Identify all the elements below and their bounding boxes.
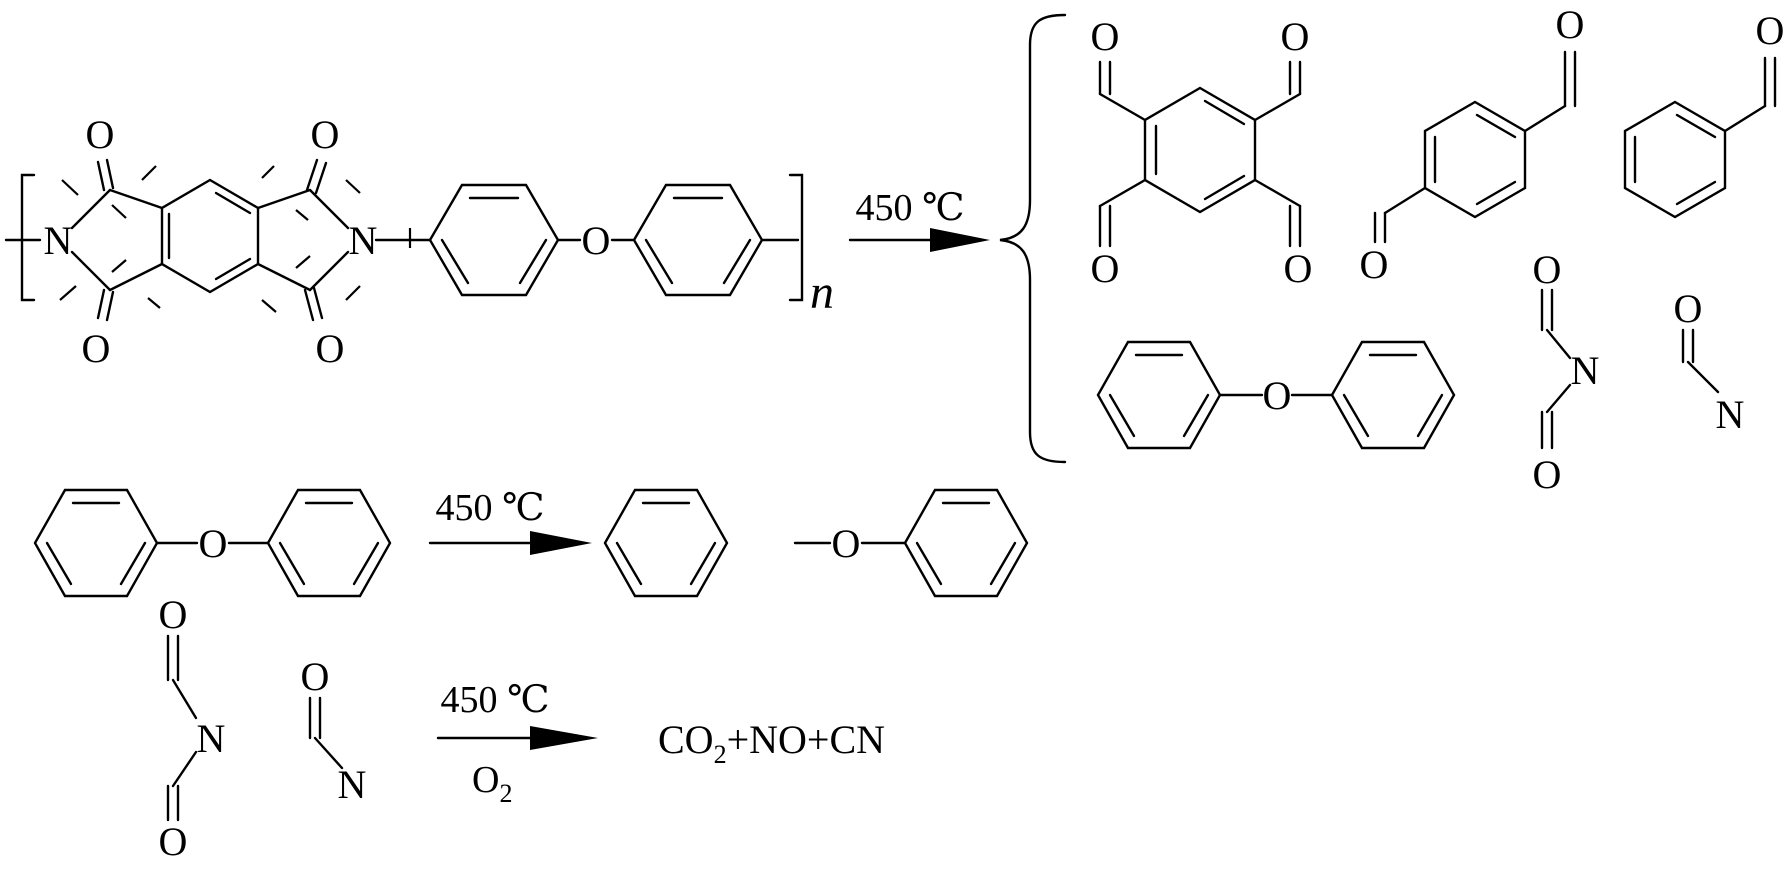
reaction1-condition: 450 ℃ bbox=[855, 187, 964, 229]
reaction3-amide-o: O bbox=[301, 654, 330, 699]
product-co-subscript: 2 bbox=[714, 740, 727, 769]
reaction3-amide-fragment: O N bbox=[301, 654, 367, 807]
dialdehyde-o-1: O bbox=[1556, 2, 1585, 47]
reaction3-condition-top: 450 ℃ bbox=[440, 679, 549, 721]
reaction2-product-phenoxy: O bbox=[793, 488, 1029, 598]
reaction3-oxygen-subscript: 2 bbox=[499, 779, 512, 808]
product-no: NO bbox=[749, 717, 807, 762]
imide-fragment-o-2: O bbox=[1533, 452, 1562, 497]
reaction2-arrow: 450 ℃ bbox=[428, 487, 592, 555]
plus-sign-2: + bbox=[807, 717, 830, 762]
amide-fragment-o: O bbox=[1674, 286, 1703, 331]
product-benzene-tetracarbaldehyde: O O O O bbox=[1091, 14, 1313, 291]
reaction3-condition-bottom: O2 bbox=[472, 759, 512, 808]
product-amide-fragment: O N bbox=[1674, 286, 1745, 437]
tetra-aldehyde-o-4: O bbox=[1284, 246, 1313, 291]
oda-right-phenylene-ring bbox=[632, 183, 764, 297]
atom-n-left: N bbox=[44, 218, 73, 263]
imide-fragment-n: N bbox=[1571, 348, 1600, 393]
reaction1-arrow: 450 ℃ bbox=[848, 187, 990, 252]
diphenyl-ether-o: O bbox=[1263, 373, 1292, 418]
reaction2-condition: 450 ℃ bbox=[435, 487, 544, 529]
right-imide-ring bbox=[256, 158, 350, 322]
tetra-aldehyde-o-1: O bbox=[1091, 14, 1120, 59]
left-bracket bbox=[20, 173, 36, 302]
reaction3-imide-o-1: O bbox=[159, 592, 188, 637]
amide-fragment-n: N bbox=[1716, 392, 1745, 437]
repeat-unit-n: n bbox=[810, 266, 834, 319]
reaction2-diphenyl-ether: O bbox=[33, 488, 392, 598]
atom-o-top-right: O bbox=[311, 112, 340, 157]
polyimide-repeat-unit: N N O O O O O n bbox=[4, 112, 834, 371]
product-terephthalaldehyde: O O bbox=[1360, 2, 1585, 287]
dialdehyde-o-2: O bbox=[1360, 242, 1389, 287]
reaction2-product-benzene bbox=[603, 488, 729, 598]
reaction3-amide-n: N bbox=[338, 762, 367, 807]
atom-o-bottom-right: O bbox=[316, 326, 345, 371]
pyromellitic-benzene-ring bbox=[160, 178, 260, 294]
reaction3-arrow: 450 ℃ O2 bbox=[436, 679, 598, 808]
product-cn: CN bbox=[829, 717, 885, 762]
product-co: CO bbox=[658, 717, 714, 762]
atom-o-bottom-left: O bbox=[82, 326, 111, 371]
atom-n-right: N bbox=[349, 218, 378, 263]
imide-fragment-o-1: O bbox=[1533, 247, 1562, 292]
reaction3-imide-n: N bbox=[197, 716, 226, 761]
reaction3-imide-o-2: O bbox=[159, 819, 188, 864]
tetra-aldehyde-o-3: O bbox=[1091, 246, 1120, 291]
plus-sign-1: + bbox=[727, 717, 750, 762]
reaction2-reactant-o: O bbox=[199, 521, 228, 566]
reaction3-products: CO2+NO+CN bbox=[658, 717, 885, 769]
tetra-aldehyde-o-2: O bbox=[1281, 14, 1310, 59]
product-brace bbox=[999, 13, 1067, 464]
oda-left-phenylene-ring bbox=[428, 183, 560, 297]
atom-o-ether: O bbox=[582, 218, 611, 263]
product-diphenyl-ether: O bbox=[1096, 340, 1456, 450]
bond-cleavage-marks bbox=[59, 165, 412, 313]
benzaldehyde-o: O bbox=[1756, 8, 1785, 53]
reaction3-imide-fragment: O N O bbox=[159, 592, 226, 864]
product-imide-fragment: O N O bbox=[1533, 247, 1600, 497]
left-imide-ring bbox=[70, 158, 164, 322]
right-bracket bbox=[788, 173, 804, 302]
product-benzaldehyde: O bbox=[1623, 8, 1785, 219]
atom-o-top-left: O bbox=[86, 112, 115, 157]
reaction2-product-o: O bbox=[832, 521, 861, 566]
reaction3-oxygen-symbol: O bbox=[472, 759, 499, 801]
